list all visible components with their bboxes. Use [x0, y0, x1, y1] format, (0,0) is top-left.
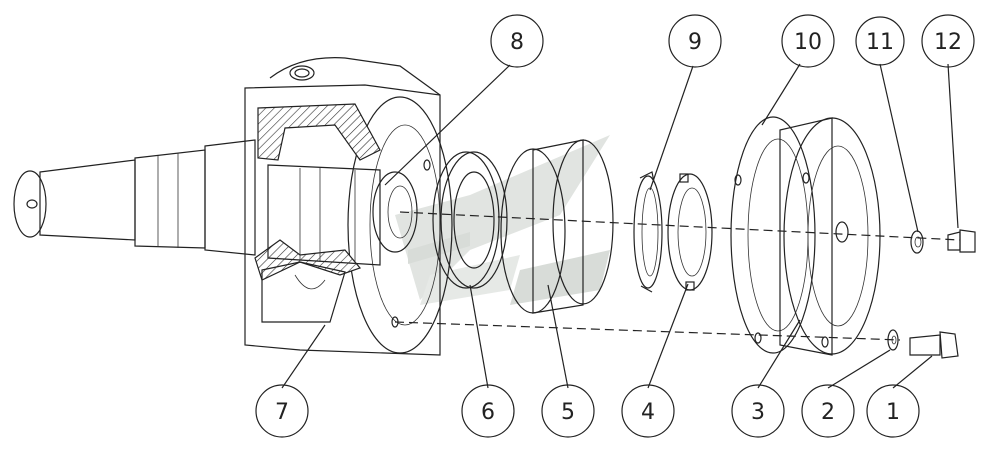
bearing-ring: [432, 151, 508, 289]
assembly-axis-lines: [394, 211, 961, 341]
callout-2: 2: [801, 384, 855, 438]
small-washer: [910, 230, 924, 254]
callout-label: 1: [886, 400, 900, 425]
callout-label: 9: [688, 30, 702, 55]
gasket: [730, 116, 816, 354]
callout-label: 10: [794, 30, 822, 55]
callout-label: 3: [751, 400, 765, 425]
hex-bolt: [909, 331, 959, 359]
callout-label: 8: [510, 30, 524, 55]
callout-5: 5: [541, 384, 595, 438]
callout-7: 7: [255, 384, 309, 438]
bolt-washer: [887, 329, 899, 351]
plug-screw: [947, 229, 976, 253]
callout-8: 8: [490, 14, 544, 68]
callout-3: 3: [731, 384, 785, 438]
spindle-housing: [13, 57, 453, 356]
callout-label: 5: [561, 400, 575, 425]
slotted-nut: [667, 173, 713, 291]
callout-label: 12: [934, 30, 962, 55]
callout-label: 6: [481, 400, 495, 425]
callout-label: 7: [275, 400, 289, 425]
callout-1: 1: [866, 384, 920, 438]
callout-4: 4: [621, 384, 675, 438]
leader-lines: [281, 63, 959, 389]
callout-label: 4: [641, 400, 655, 425]
lock-washer: [633, 171, 663, 293]
callout-6: 6: [461, 384, 515, 438]
callout-10: 10: [781, 14, 835, 68]
callout-label: 11: [866, 30, 894, 55]
end-cover: [779, 117, 881, 356]
drum-sleeve: [500, 139, 614, 314]
callout-12: 12: [921, 14, 975, 68]
callout-9: 9: [668, 14, 722, 68]
callout-label: 2: [821, 400, 835, 425]
callout-11: 11: [855, 16, 905, 66]
